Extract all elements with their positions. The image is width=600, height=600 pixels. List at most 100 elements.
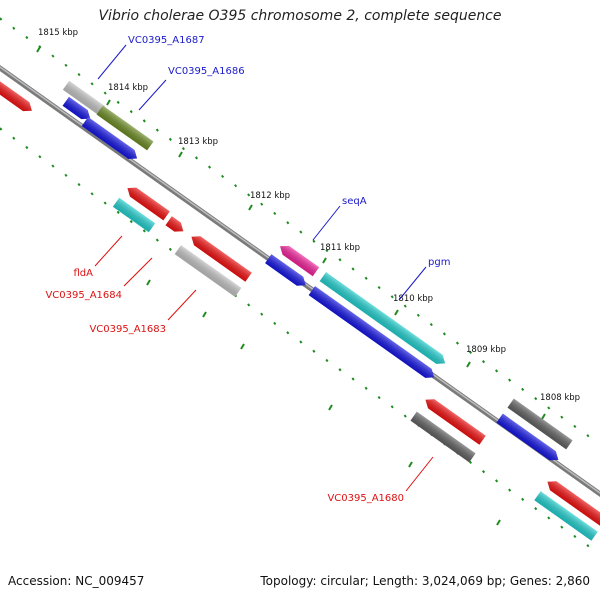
- minor-tick: [377, 285, 381, 290]
- minor-tick: [260, 312, 264, 316]
- minor-tick: [312, 239, 316, 243]
- gene-lightgray-a1683[interactable]: [174, 245, 242, 297]
- minor-tick: [364, 276, 368, 280]
- major-tick: [178, 151, 183, 158]
- map-title: Vibrio cholerae O395 chromosome 2, compl…: [98, 8, 502, 24]
- gene-blue-right-shading: [496, 413, 559, 461]
- gene-blue-3[interactable]: [265, 254, 309, 290]
- gene-cyan-pgm[interactable]: [319, 272, 449, 368]
- minor-tick: [142, 119, 146, 123]
- sequence-summary-text: Topology: circular; Length: 3,024,069 bp…: [260, 574, 590, 588]
- gene-red-small-2-shading: [165, 216, 184, 232]
- gene-label-flda[interactable]: fldA: [74, 268, 94, 279]
- gene-label-vc0395-a1684[interactable]: VC0395_A1684: [45, 290, 122, 301]
- gene-cyan-flda[interactable]: [112, 197, 156, 233]
- gene-blue-2-shading: [81, 116, 138, 159]
- leader-vc0395-a1684: [123, 257, 153, 287]
- minor-tick: [142, 229, 146, 233]
- minor-tick: [51, 164, 55, 168]
- gene-label-seqa[interactable]: seqA: [342, 196, 367, 207]
- minor-tick: [403, 304, 407, 308]
- minor-tick: [508, 378, 512, 382]
- kbp-label-1815: 1815 kbp: [38, 28, 78, 38]
- gene-label-pgm[interactable]: pgm: [428, 257, 450, 268]
- minor-tick: [468, 460, 473, 464]
- minor-tick: [247, 193, 251, 197]
- minor-tick: [77, 72, 81, 77]
- minor-tick: [390, 405, 394, 409]
- minor-tick: [247, 303, 251, 307]
- gene-lightgray-a1687[interactable]: [62, 80, 106, 116]
- minor-tick: [103, 201, 107, 205]
- gene-lightgray-a1683-shading: [174, 245, 242, 297]
- gene-blue-long[interactable]: [308, 286, 438, 382]
- gene-darkgray-a1680[interactable]: [410, 411, 476, 463]
- minor-tick: [325, 358, 329, 363]
- minor-tick: [547, 406, 551, 410]
- gene-magenta-seqa-shading: [280, 245, 320, 277]
- gene-blue-right[interactable]: [496, 413, 561, 465]
- gene-red-a1684-shading: [191, 236, 252, 282]
- minor-tick: [129, 219, 133, 224]
- gene-olive-a1686[interactable]: [96, 105, 154, 151]
- leader-vc0395-a1680: [405, 456, 434, 492]
- gene-label-vc0395-a1686[interactable]: VC0395_A1686: [168, 66, 245, 77]
- minor-tick: [364, 386, 368, 390]
- gene-cyan-pgm-shading: [319, 272, 446, 364]
- major-tick: [202, 311, 207, 318]
- gene-red-small-2[interactable]: [165, 216, 186, 235]
- gene-magenta-seqa[interactable]: [277, 242, 320, 277]
- minor-tick: [560, 525, 564, 529]
- leader-vc0395-a1683: [167, 289, 197, 321]
- minor-tick: [25, 145, 29, 150]
- gene-red-edge-right[interactable]: [544, 477, 600, 527]
- minor-tick: [221, 174, 225, 179]
- gene-red-small-1[interactable]: [124, 184, 170, 221]
- gene-blue-2[interactable]: [81, 116, 141, 163]
- gene-darkgray-right[interactable]: [507, 398, 573, 450]
- minor-tick: [429, 322, 433, 327]
- gene-darkgray-a1680-shading: [410, 411, 476, 463]
- gene-red-1-shading: [425, 399, 486, 445]
- minor-tick: [25, 35, 29, 40]
- minor-tick: [260, 202, 264, 206]
- minor-tick: [442, 332, 446, 336]
- gene-olive-a1686-shading: [96, 105, 154, 151]
- gene-label-vc0395-a1680[interactable]: VC0395_A1680: [327, 493, 404, 504]
- minor-tick: [481, 470, 486, 474]
- gene-label-vc0395-a1687[interactable]: VC0395_A1687: [128, 35, 205, 46]
- gene-blue-1[interactable]: [62, 96, 94, 123]
- leader-vc0395-a1687: [97, 44, 127, 80]
- minor-tick: [534, 397, 538, 401]
- gene-red-edge-left[interactable]: [0, 80, 35, 115]
- minor-tick: [0, 17, 3, 21]
- minor-tick: [207, 165, 212, 169]
- minor-tick: [534, 507, 538, 511]
- minor-tick: [273, 321, 277, 326]
- minor-tick: [194, 156, 199, 160]
- minor-tick: [51, 54, 55, 58]
- minor-tick: [103, 91, 107, 95]
- minor-tick: [38, 155, 42, 159]
- minor-tick: [129, 109, 133, 114]
- gene-cyan-edge-right[interactable]: [534, 491, 598, 541]
- minor-tick: [64, 63, 68, 67]
- minor-tick: [586, 544, 590, 548]
- minor-tick: [155, 128, 159, 132]
- minor-tick: [416, 313, 420, 317]
- minor-tick: [338, 258, 342, 262]
- minor-tick: [338, 368, 342, 372]
- kbp-label-1809: 1809 kbp: [466, 345, 506, 355]
- major-tick: [466, 361, 471, 368]
- gene-red-a1684[interactable]: [188, 232, 252, 282]
- leader-pgm: [398, 266, 427, 301]
- major-tick: [322, 257, 327, 264]
- gene-red-1[interactable]: [422, 395, 486, 445]
- gene-label-vc0395-a1683[interactable]: VC0395_A1683: [89, 324, 166, 335]
- gene-red-edge-left-shading: [0, 80, 32, 112]
- gene-blue-1-shading: [62, 96, 91, 120]
- minor-tick: [508, 488, 512, 492]
- major-tick: [106, 99, 111, 106]
